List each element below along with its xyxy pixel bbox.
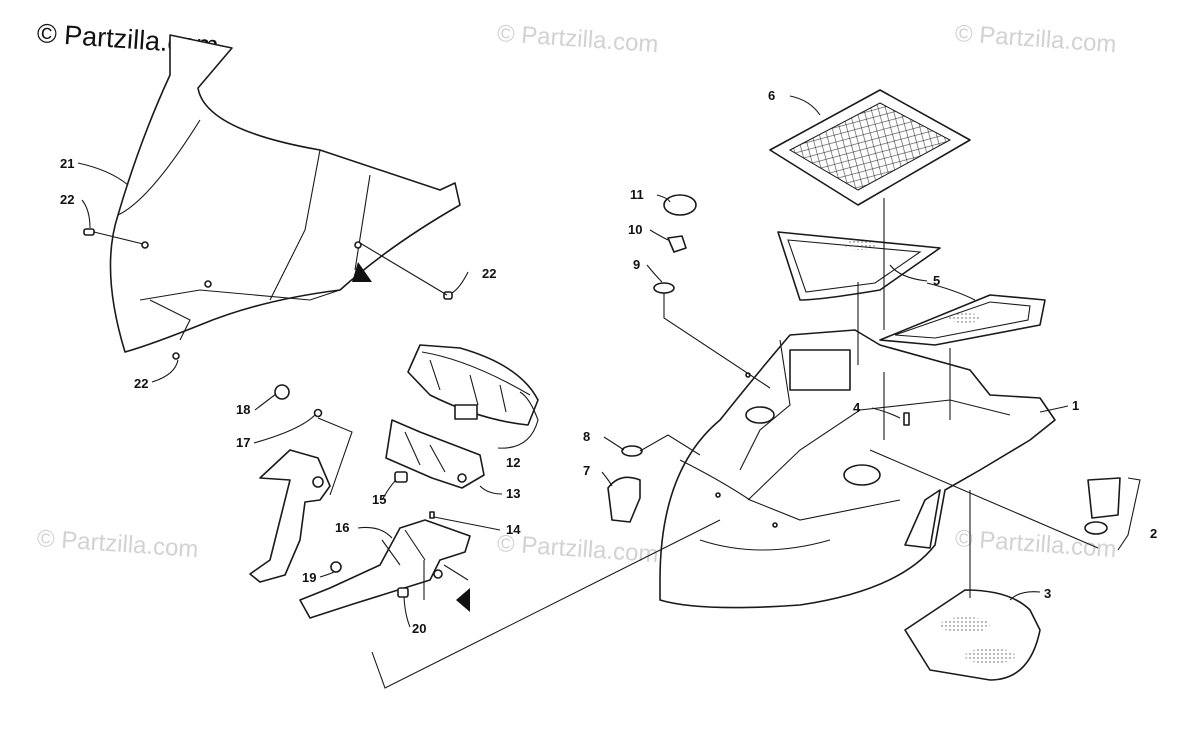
screw-part [903, 412, 910, 426]
socket-part [1084, 477, 1121, 535]
callout-label: 7 [583, 463, 590, 478]
nut-part [274, 384, 323, 418]
callout-label: 8 [583, 429, 590, 444]
callout-label: 22 [482, 266, 496, 281]
callout-label: 11 [630, 187, 644, 202]
callout-label: 2 [1150, 526, 1157, 541]
bracket-part [385, 419, 485, 489]
windshield-part [109, 34, 461, 360]
callout-label: 1 [1072, 398, 1079, 413]
callout-label: 19 [302, 570, 316, 585]
callout-label: 22 [134, 376, 148, 391]
hood-part [659, 329, 1056, 609]
mount-arm-part [249, 449, 331, 583]
callout-label: 3 [1044, 586, 1051, 601]
bolt-part [394, 471, 435, 519]
mat-part [904, 589, 1041, 681]
callout-label: 14 [506, 522, 521, 537]
callout-label: 17 [236, 435, 250, 450]
callout-label: 13 [506, 486, 520, 501]
leader-lines [77, 95, 1141, 689]
callout-label: 20 [412, 621, 426, 636]
callout-labels: 1 2 3 4 5 6 7 8 9 10 11 12 13 14 15 16 1… [60, 88, 1157, 636]
callout-label: 6 [768, 88, 775, 103]
callout-label: 12 [506, 455, 520, 470]
callout-label: 10 [628, 222, 642, 237]
callout-label: 5 [933, 273, 940, 288]
callout-label: 16 [335, 520, 349, 535]
callout-label: 21 [60, 156, 74, 171]
callout-label: 22 [60, 192, 74, 207]
fastener-part [330, 561, 409, 598]
tray-part [769, 89, 971, 206]
callout-label: 18 [236, 402, 250, 417]
callout-label: 9 [633, 257, 640, 272]
lid-part [777, 231, 1046, 346]
callout-label: 4 [853, 400, 861, 415]
mount-bracket-part [299, 519, 471, 619]
key-switch-part [653, 194, 697, 294]
callout-label: 15 [372, 492, 386, 507]
gauge-part [407, 344, 539, 426]
switch-part [607, 445, 643, 523]
